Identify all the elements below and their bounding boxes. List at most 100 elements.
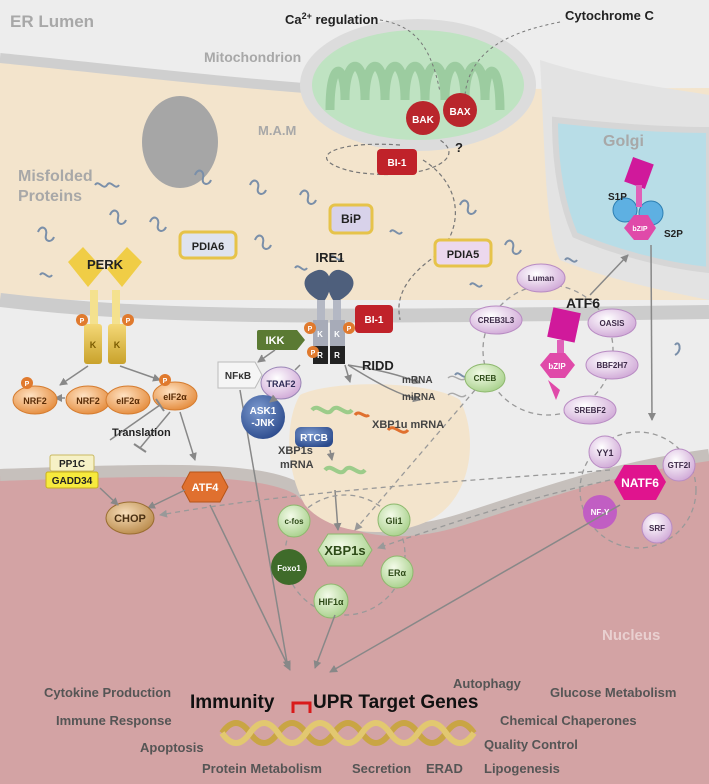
perk-label: PERK [87,257,124,272]
ire1-to-xbp1u-arrow [344,364,352,383]
ca-regulation-label: Ca2+ regulation [285,11,378,27]
bip-label: BiP [341,212,361,226]
xbp1s-label: XBP1s [324,543,365,558]
srf-label: SRF [649,524,665,533]
atf4-node [181,471,229,503]
ikk-to-nfkb-arrow [257,349,276,363]
golgi-atf6-bzip [624,215,656,240]
golgi-atf6-stalk [636,185,642,207]
atf6-complex-ring [482,284,614,416]
s2p-label: S2P [664,229,683,240]
perk-phospho-left: P [80,318,85,325]
atf4-to-genes-arrow [209,504,291,671]
natf6-to-xbp1s-arrow [377,479,611,550]
mrna-label: mRNA [402,375,433,386]
perk-kinase-right: K [114,340,121,350]
natf6-node [614,465,666,500]
ire1-kinase-left: K [317,330,323,339]
ikk-box [257,330,297,350]
ire1-rnase-right: R [334,351,340,360]
nfkb-to-genes-arrow [239,389,291,669]
gli1-node [377,503,411,537]
upr-target-genes-label: UPR Target Genes [313,692,478,713]
xbp1s-to-genes-arrow [313,614,336,669]
natf6-complex-ring [579,431,697,549]
pdia6-label: PDIA6 [192,241,224,253]
perk-kinase-left: K [90,340,97,350]
bbf2h7-label: BBF2H7 [596,361,628,370]
eif2a-label: eIF2α [116,396,140,406]
bip-box [328,203,374,235]
oasis-label: OASIS [600,319,626,328]
xbp1s-mrna-squiggle [323,465,367,475]
misfolded-label-line1: Misfolded [18,168,93,185]
pdia5-label: PDIA5 [447,249,479,261]
xbp1u-intron-2 [386,426,410,434]
er-lumen-label: ER Lumen [10,12,94,31]
nucleus-background [0,455,709,784]
perk-receptor [68,247,142,364]
rtcb-box [295,427,333,447]
creb-label: CREB [474,374,497,383]
cfos-label: c-fos [284,517,304,526]
ridd-mrna-arrow [347,364,421,385]
pdia5-box [433,238,493,268]
outcome-erad: ERAD [426,761,463,776]
ikk-label: IKK [266,335,285,347]
srebf2-label: SREBF2 [574,406,606,415]
outcome-glucose-metabolism: Glucose Metabolism [550,685,676,700]
atf6-protein [540,307,581,400]
ire1-phospho-lower: P [311,350,316,357]
creb3l3-node [469,305,523,335]
yy1-label: YY1 [596,448,613,458]
gadd34-label: GADD34 [52,476,93,487]
eif2a-p-node [152,381,198,411]
er-outer-membrane [0,53,331,95]
gli1-label: Gli1 [385,516,402,526]
ire1-traf2-line [294,364,301,371]
pdia6-box [178,230,238,260]
bi1-mam-label: BI-1 [388,158,407,169]
era-label: ERα [388,568,407,578]
outcome-lipogenesis: Lipogenesis [484,761,560,776]
nrf2-phospho-label: P [25,381,30,388]
luman-node [516,263,566,293]
outcome-apoptosis: Apoptosis [140,740,204,755]
cytc-leader [464,21,561,96]
creb3l3-label: CREB3L3 [478,316,515,325]
rtcb-to-xbp1s-arrow [326,449,335,461]
yy1-node [588,435,622,469]
xbp1u-mrna-squiggle [310,405,354,415]
mam-label: M.A.M [258,123,296,138]
creb-to-xbp1s-arrow [354,389,476,531]
nfkb-node [217,361,263,389]
atf4-to-chop-arrow [147,489,186,509]
eif2a-phospho-label: P [163,378,168,385]
atf6-bzip-label: bZIP [548,362,566,371]
gtf2i-node [662,448,696,482]
rtcb-label: RTCB [300,433,328,444]
creb-node [464,363,506,393]
ire1-kinase-right: K [334,330,340,339]
ask1-jnk-node [241,395,285,439]
luman-label: Luman [528,274,554,283]
natf6-label: NATF6 [621,476,659,490]
traf2-label: TRAF2 [267,379,296,389]
hif1a-node [313,583,349,619]
traf2-node [260,366,302,400]
xbp1u-intron [353,411,371,418]
nucleus-label: Nucleus [602,627,660,644]
eif2a-p-label: eIF2α [163,392,187,402]
misfolded-label-line2: Proteins [18,188,82,205]
cytochrome-c-label: Cytochrome C [565,8,654,23]
mirna-label: miRNA [402,392,435,403]
srf-node [641,512,673,544]
bi1-box [355,305,393,333]
bi1-mam-box [377,149,417,175]
ire1-phospho-right: P [347,326,352,333]
mitochondrion-label: Mitochondrion [204,49,301,65]
immunity-promoter-arrow [291,701,303,713]
xbp1s-complex-ring [284,494,406,616]
mito-cristae [325,62,505,111]
